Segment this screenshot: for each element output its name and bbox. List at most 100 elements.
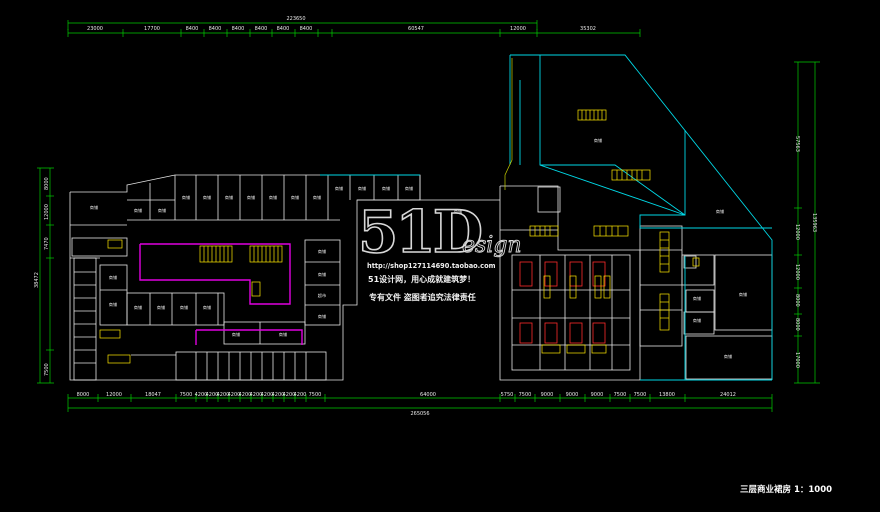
cyan-outlines — [320, 54, 773, 381]
room-label: 商铺 — [454, 208, 462, 215]
room-label: 商铺 — [203, 194, 211, 201]
building-walls — [69, 174, 773, 381]
dim-bottom-10: 4200 — [250, 392, 263, 398]
room-label: 商铺 — [269, 194, 277, 201]
dim-left-seg-4: 7500 — [44, 363, 50, 376]
dim-right-seg-4: 8000 — [794, 318, 800, 331]
dim-top-overall: 223650 — [286, 16, 305, 22]
dim-bottom-14: 4200 — [294, 392, 307, 398]
dim-bottom-9: 4200 — [239, 392, 252, 398]
watermark-slogan: 51设计网，用心成就建筑梦！ — [368, 274, 475, 284]
dim-bottom-24: 13800 — [659, 392, 675, 398]
room-label: 商铺 — [203, 304, 211, 311]
dim-bottom-15: 7500 — [309, 392, 322, 398]
dim-right-seg-5: 17000 — [794, 352, 800, 368]
room-label: 商铺 — [382, 185, 390, 192]
dim-right-seg-3: 8000 — [794, 294, 800, 307]
dim-bottom-13: 4200 — [283, 392, 296, 398]
dim-top-11: 35302 — [580, 26, 596, 32]
dimension-lines — [37, 20, 820, 412]
dim-bottom-12: 4200 — [272, 392, 285, 398]
dim-right-outer: 57563 — [794, 136, 800, 152]
room-label: 超市 — [318, 292, 326, 299]
room-label: 商铺 — [335, 185, 343, 192]
room-label: 商铺 — [693, 295, 701, 302]
dim-bottom-22: 7500 — [614, 392, 627, 398]
room-label: 商铺 — [739, 291, 747, 298]
dim-top-9: 60547 — [408, 26, 424, 32]
room-label: 商铺 — [225, 194, 233, 201]
dim-bottom-1: 8000 — [77, 392, 90, 398]
dim-left-seg-1: 8000 — [44, 177, 50, 190]
room-label: 商铺 — [318, 271, 326, 278]
dim-bottom-23: 7500 — [634, 392, 647, 398]
dim-left-seg-2: 12000 — [44, 204, 50, 220]
watermark-notice: 专有文件 盗图者追究法律责任 — [369, 292, 476, 302]
watermark: 51D esign http://shop127114690.taobao.co… — [357, 197, 522, 302]
dim-top-10: 12000 — [510, 26, 526, 32]
dim-top-2: 17700 — [144, 26, 160, 32]
dim-top-6: 8400 — [255, 26, 268, 32]
atrium-outline — [139, 243, 303, 345]
dim-top-1: 23000 — [87, 26, 103, 32]
room-label: 商铺 — [109, 274, 117, 281]
dim-left-overall: 38472 — [34, 272, 40, 288]
dim-bottom-16: 64000 — [420, 392, 436, 398]
room-label: 商铺 — [313, 194, 321, 201]
dim-bottom-7: 4200 — [217, 392, 230, 398]
dim-bottom-4: 7500 — [180, 392, 193, 398]
room-label: 商铺 — [594, 137, 602, 144]
dim-bottom-18: 7500 — [519, 392, 532, 398]
room-label: 商铺 — [182, 194, 190, 201]
dim-top-3: 8400 — [186, 26, 199, 32]
room-label: 商铺 — [405, 185, 413, 192]
room-label: 商铺 — [318, 248, 326, 255]
dim-right-seg-2: 12000 — [794, 264, 800, 280]
watermark-logo-suffix: esign — [462, 233, 522, 258]
dim-top-5: 8400 — [232, 26, 245, 32]
room-label: 商铺 — [693, 317, 701, 324]
room-label: 商铺 — [291, 194, 299, 201]
dim-bottom-20: 9000 — [566, 392, 579, 398]
dim-bottom-overall: 265056 — [410, 411, 429, 417]
room-label: 商铺 — [134, 207, 142, 214]
dim-bottom-17: 5750 — [501, 392, 514, 398]
dim-bottom-11: 4200 — [261, 392, 274, 398]
dim-top-4: 8400 — [209, 26, 222, 32]
room-label: 商铺 — [109, 301, 117, 308]
watermark-url: http://shop127114690.taobao.com — [367, 262, 496, 270]
drawing-title: 三层商业裙房 1：1000 — [740, 484, 832, 495]
room-label: 商铺 — [180, 304, 188, 311]
dim-bottom-19: 9000 — [541, 392, 554, 398]
dimension-texts: 223650 23000 17700 8400 8400 8400 8400 8… — [34, 16, 817, 417]
room-label: 商铺 — [90, 204, 98, 211]
dim-bottom-21: 9000 — [591, 392, 604, 398]
watermark-logo: 51D — [358, 198, 481, 266]
dim-top-7: 8400 — [277, 26, 290, 32]
dim-bottom-3: 18047 — [145, 392, 161, 398]
room-label: 商铺 — [157, 304, 165, 311]
room-label: 商铺 — [724, 353, 732, 360]
room-label: 商铺 — [318, 313, 326, 320]
room-labels: 商铺 商铺 商铺 商铺 商铺 商铺 商铺 商铺 商铺 商铺 商铺 商铺 商铺 商… — [90, 137, 747, 360]
room-label: 商铺 — [358, 185, 366, 192]
escalators — [99, 109, 700, 364]
room-label: 商铺 — [279, 331, 287, 338]
inner-curve-line — [504, 58, 513, 190]
room-label: 商铺 — [247, 194, 255, 201]
dim-left-seg-3: 7470 — [44, 237, 50, 250]
dim-top-8: 8400 — [300, 26, 313, 32]
dim-bottom-6: 4200 — [206, 392, 219, 398]
dim-bottom-5: 4200 — [195, 392, 208, 398]
dim-bottom-25: 24012 — [720, 392, 736, 398]
room-label: 商铺 — [134, 304, 142, 311]
room-label: 商铺 — [158, 207, 166, 214]
red-partitions — [519, 261, 606, 344]
dim-right-inner: 135963 — [811, 213, 817, 232]
dim-bottom-8: 4200 — [228, 392, 241, 398]
room-label: 商铺 — [232, 331, 240, 338]
dim-bottom-2: 12000 — [106, 392, 122, 398]
dim-right-seg-1: 12000 — [794, 224, 800, 240]
